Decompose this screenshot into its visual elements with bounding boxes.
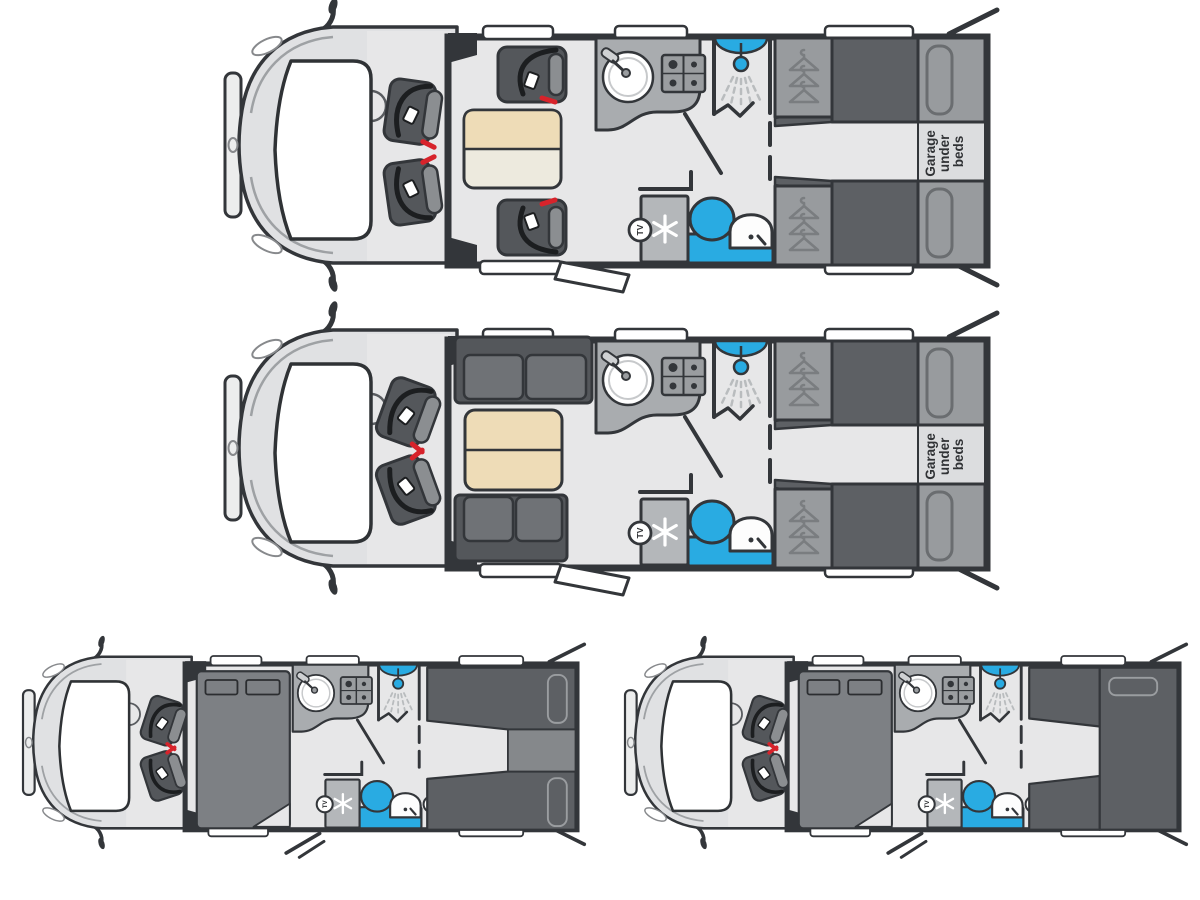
corner-steady-icon (284, 831, 322, 855)
single-bed-base (1028, 666, 1101, 728)
corner-steady-icon (886, 831, 924, 855)
floorplan-3 (23, 635, 584, 859)
pillow-icon (1108, 676, 1159, 697)
floorplan-2 (225, 300, 997, 596)
pillow-icon (546, 777, 568, 828)
pillow-icon (546, 673, 568, 724)
bed-mattress (1098, 666, 1179, 831)
sofa-icon (453, 493, 569, 563)
sofa-icon (453, 335, 594, 405)
single-bed-base (426, 666, 577, 731)
pedestal-table-icon (462, 108, 563, 190)
bed-center-section (507, 728, 577, 773)
rear-twin-beds (426, 666, 577, 831)
entry-step-icon (553, 563, 631, 597)
single-bed-base (426, 770, 577, 831)
entry-step-icon (553, 260, 631, 294)
floorplan-1 (225, 0, 997, 293)
corner-steady-icon (899, 839, 928, 859)
pedestal-table-icon (463, 408, 564, 492)
corner-steady-icon (297, 839, 326, 859)
floorplan-4 (625, 635, 1186, 859)
single-bed-base (1028, 774, 1101, 831)
rear-king-bed (1028, 666, 1179, 831)
